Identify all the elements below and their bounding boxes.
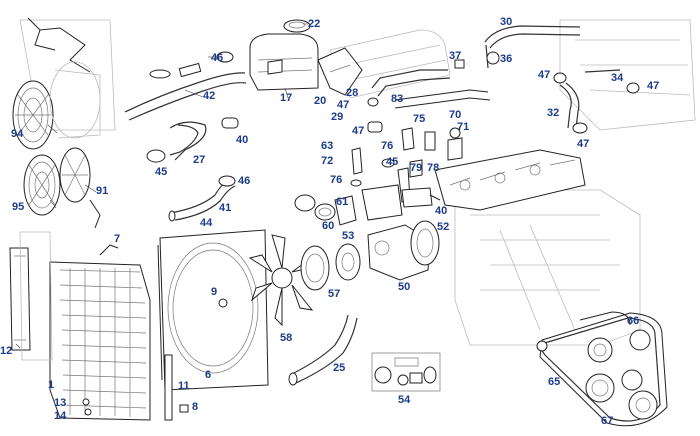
expansion-tank [249,19,319,91]
callout-6[interactable]: 6 [205,369,212,381]
callout-95[interactable]: 95 [12,201,25,213]
hose-25 [288,314,358,386]
callout-83[interactable]: 83 [391,93,404,105]
callout-37[interactable]: 37 [449,50,462,62]
callout-60[interactable]: 60 [322,220,335,232]
callout-32[interactable]: 32 [547,107,560,119]
intake-manifold [434,149,586,211]
radiator [9,231,151,421]
callout-58[interactable]: 58 [280,332,293,344]
callout-46-b[interactable]: 46 [238,175,251,187]
callout-47-c[interactable]: 47 [337,99,350,111]
callout-72[interactable]: 72 [321,155,334,167]
callout-57[interactable]: 57 [328,288,341,300]
callout-17[interactable]: 17 [280,92,293,104]
callout-28[interactable]: 28 [346,87,359,99]
clamps [146,51,640,187]
callout-30[interactable]: 30 [500,16,513,28]
callout-22[interactable]: 22 [308,18,321,30]
callout-29[interactable]: 29 [331,111,344,123]
hose-27 [169,117,239,161]
callout-79[interactable]: 79 [410,162,423,174]
valve-cover-ghost [329,29,451,99]
thermostat-parts [294,184,403,226]
callout-13[interactable]: 13 [54,397,67,409]
cooling-fan [248,234,317,327]
callout-47-e[interactable]: 47 [352,125,365,137]
callout-66[interactable]: 66 [627,315,640,327]
callout-14[interactable]: 14 [54,410,67,422]
aux-fan-94 [12,61,101,150]
callout-76-a[interactable]: 76 [381,140,394,152]
callout-91[interactable]: 91 [96,185,109,197]
callout-42[interactable]: 42 [203,90,216,102]
callout-12[interactable]: 12 [0,345,13,357]
hose-32 [559,69,621,129]
callout-7[interactable]: 7 [114,233,121,245]
water-pump [367,220,440,281]
bracket-20 [317,47,363,96]
callout-75[interactable]: 75 [413,113,426,125]
callout-47-a[interactable]: 47 [538,69,551,81]
callout-40-a[interactable]: 40 [236,134,249,146]
callout-61[interactable]: 61 [336,196,349,208]
callout-52[interactable]: 52 [437,221,450,233]
fan-clutch [300,243,361,291]
wire-bracket [27,17,91,73]
aux-fan-95 [23,147,101,229]
fan-shroud [157,229,269,391]
callout-1[interactable]: 1 [48,379,55,391]
callout-45-b[interactable]: 45 [155,166,168,178]
callout-65[interactable]: 65 [548,376,561,388]
callout-40-b[interactable]: 40 [435,205,448,217]
callout-9[interactable]: 9 [211,286,218,298]
callout-27[interactable]: 27 [193,154,206,166]
repair-kit-54 [371,352,441,392]
callout-78[interactable]: 78 [427,162,440,174]
pipe-83 [371,69,491,109]
callout-63[interactable]: 63 [321,140,334,152]
callout-94[interactable]: 94 [11,128,24,140]
belt-drive [536,311,668,427]
callout-47-d[interactable]: 47 [577,138,590,150]
callout-34[interactable]: 34 [611,72,624,84]
callout-36[interactable]: 36 [500,53,513,65]
callout-67[interactable]: 67 [601,415,614,427]
callout-41[interactable]: 41 [219,202,232,214]
callout-44[interactable]: 44 [200,217,213,229]
callout-8[interactable]: 8 [192,401,199,413]
callout-70[interactable]: 70 [449,109,462,121]
callout-76-b[interactable]: 76 [330,174,343,186]
callout-71[interactable]: 71 [457,121,470,133]
callout-53[interactable]: 53 [342,230,355,242]
callout-54[interactable]: 54 [398,394,411,406]
callout-11[interactable]: 11 [178,380,190,392]
callout-20[interactable]: 20 [314,95,327,107]
callout-46-top[interactable]: 46 [211,52,224,64]
callout-47-b[interactable]: 47 [647,80,660,92]
small-brackets [82,244,228,421]
callout-25[interactable]: 25 [333,362,346,374]
callout-45-a[interactable]: 45 [386,156,399,168]
pipe-40-right [401,187,441,208]
callout-50[interactable]: 50 [398,281,411,293]
leader-lines [15,23,308,349]
hose-42 [124,62,247,121]
